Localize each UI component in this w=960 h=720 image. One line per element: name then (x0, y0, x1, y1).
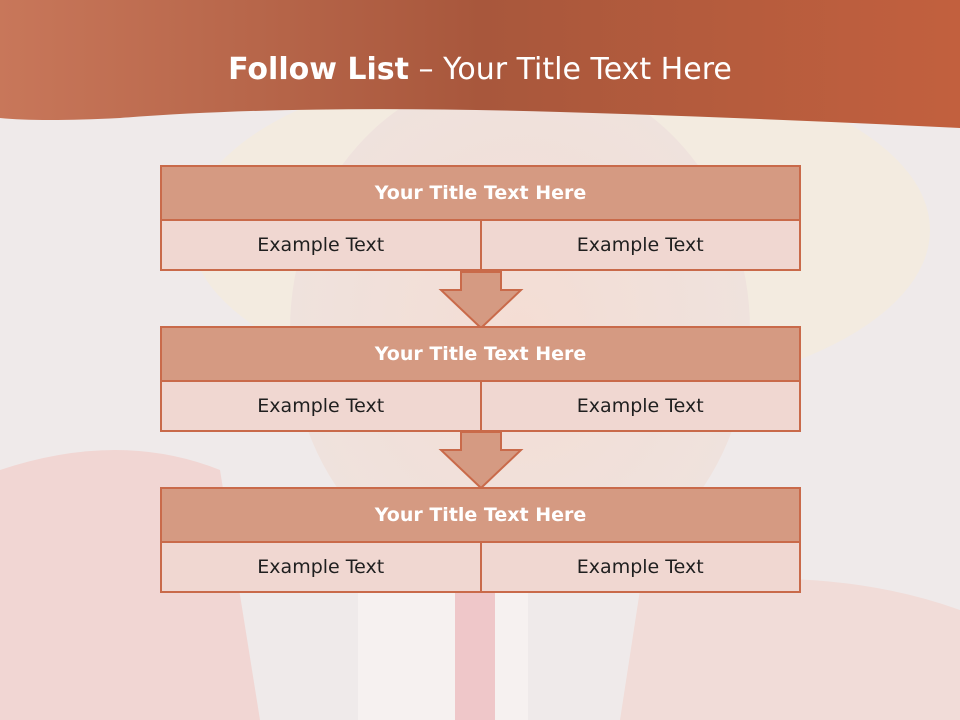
list-block-3: Your Title Text Here Example Text Exampl… (160, 487, 801, 593)
block-row: Example Text Example Text (160, 543, 801, 593)
block-cell-right[interactable]: Example Text (481, 382, 801, 432)
block-cell-left[interactable]: Example Text (160, 543, 482, 593)
block-cell-right[interactable]: Example Text (481, 221, 801, 271)
list-block-1: Your Title Text Here Example Text Exampl… (160, 165, 801, 271)
list-block-2: Your Title Text Here Example Text Exampl… (160, 326, 801, 432)
block-cell-right[interactable]: Example Text (481, 543, 801, 593)
block-cell-left[interactable]: Example Text (160, 382, 482, 432)
slide-title-bold: Follow List (228, 52, 409, 87)
slide-title-rest: – Your Title Text Here (418, 52, 732, 87)
block-cell-left[interactable]: Example Text (160, 221, 482, 271)
block-title[interactable]: Your Title Text Here (160, 487, 801, 543)
down-arrow-icon (438, 431, 524, 490)
down-arrow-icon (438, 271, 524, 330)
block-title[interactable]: Your Title Text Here (160, 165, 801, 221)
block-title[interactable]: Your Title Text Here (160, 326, 801, 382)
block-row: Example Text Example Text (160, 221, 801, 271)
slide-title: Follow List – Your Title Text Here (0, 52, 960, 87)
block-row: Example Text Example Text (160, 382, 801, 432)
